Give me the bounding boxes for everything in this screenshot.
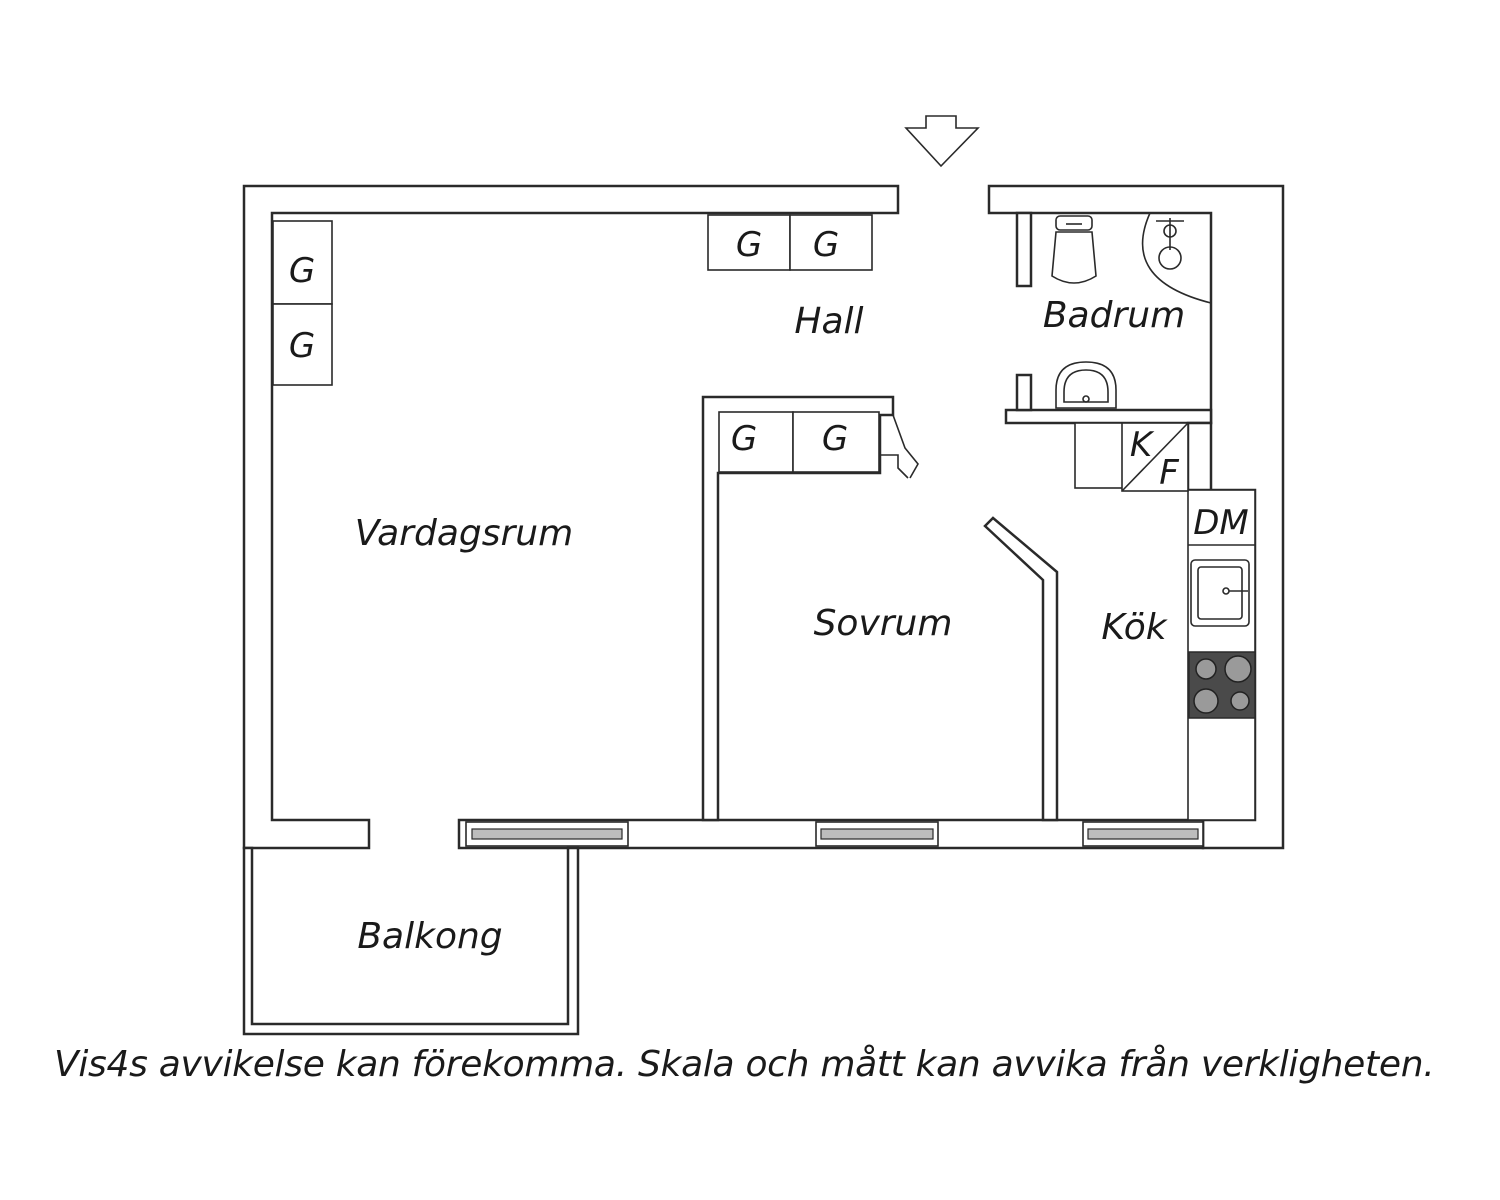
room-label-hall: Hall bbox=[794, 301, 863, 342]
windows bbox=[465, 821, 1204, 847]
toilet-icon bbox=[1051, 215, 1097, 284]
kitchen-label-f: F bbox=[1159, 453, 1179, 493]
window-vardagsrum bbox=[465, 821, 629, 847]
closet-label: G bbox=[822, 419, 848, 459]
closet-hall-1: G bbox=[707, 214, 791, 271]
room-label-badrum: Badrum bbox=[1043, 295, 1185, 336]
closet-sovrum-1: G bbox=[718, 411, 794, 473]
closet-label: G bbox=[731, 419, 757, 459]
kitchen-label-dm: DM bbox=[1193, 503, 1249, 543]
shower-icon bbox=[1141, 212, 1212, 304]
washbasin-icon bbox=[1055, 361, 1117, 409]
disclaimer-text: Vis4s avvikelse kan förekomma. Skala och… bbox=[54, 1044, 1435, 1085]
closet-label: G bbox=[813, 225, 839, 265]
room-label-kok: Kök bbox=[1101, 607, 1168, 648]
window-kok bbox=[1082, 821, 1204, 847]
closet-sovrum-2: G bbox=[792, 411, 880, 473]
closet-vardagsrum-1: G bbox=[272, 220, 333, 305]
balcony bbox=[242, 846, 580, 1036]
room-label-balkong: Balkong bbox=[357, 916, 502, 957]
closets: G G G G G G bbox=[272, 214, 880, 473]
room-label-sovrum: Sovrum bbox=[814, 603, 953, 644]
entrance-arrow-icon bbox=[904, 115, 980, 168]
closet-label: G bbox=[736, 225, 762, 265]
kitchen-label-k: K bbox=[1130, 425, 1155, 465]
kitchen-sink-icon bbox=[1190, 559, 1250, 627]
closet-label: G bbox=[289, 326, 315, 366]
closet-vardagsrum-2: G bbox=[272, 303, 333, 386]
closet-label: G bbox=[289, 251, 315, 291]
closet-hall-2: G bbox=[789, 214, 873, 271]
window-sovrum bbox=[815, 821, 939, 847]
stove-icon bbox=[1188, 651, 1256, 719]
room-label-vardagsrum: Vardagsrum bbox=[355, 513, 573, 554]
